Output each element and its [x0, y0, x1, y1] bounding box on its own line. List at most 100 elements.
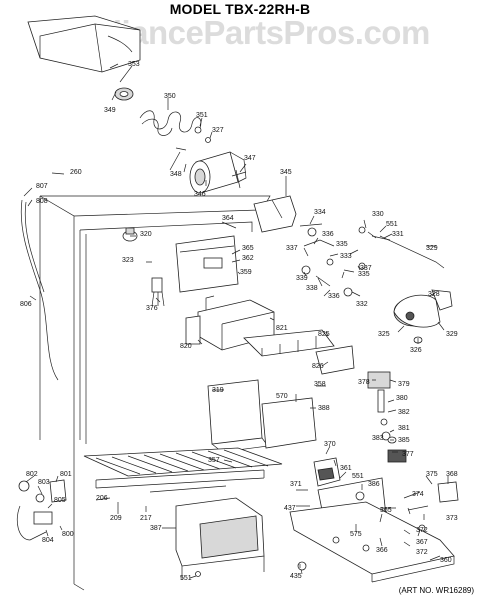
callout-360: 360 [440, 557, 452, 564]
callout-808: 808 [36, 198, 48, 205]
callout-800: 800 [62, 531, 74, 538]
callout-821: 821 [276, 325, 288, 332]
callout-329: 329 [426, 245, 438, 252]
callout-323: 323 [122, 257, 134, 264]
callout-329b: 329 [446, 331, 458, 338]
callout-551: 551 [386, 221, 398, 228]
callout-217: 217 [140, 515, 152, 522]
base-plate [195, 501, 455, 583]
callout-386: 386 [368, 481, 380, 488]
callout-551c: 551 [180, 575, 192, 582]
ice-bucket [27, 15, 141, 73]
dispenser-cover [261, 397, 317, 449]
callout-826: 826 [312, 363, 324, 370]
callout-825: 825 [318, 331, 330, 338]
switch-assembly [367, 371, 407, 463]
callout-381: 381 [398, 425, 410, 432]
callout-803: 803 [38, 479, 50, 486]
ice-bin [175, 497, 265, 580]
dispenser-motor [313, 457, 341, 487]
callout-371: 371 [290, 481, 302, 488]
light-socket [151, 277, 165, 307]
callout-326: 326 [410, 347, 422, 354]
wire-shelf [83, 447, 283, 493]
callout-375: 375 [426, 471, 438, 478]
callout-364: 364 [222, 215, 234, 222]
callout-332: 332 [356, 301, 368, 308]
callout-358: 358 [314, 381, 326, 388]
callout-353: 353 [128, 61, 140, 68]
callout-804: 804 [42, 537, 54, 544]
callout-380: 380 [396, 395, 408, 402]
callout-570: 570 [276, 393, 288, 400]
callout-206: 206 [96, 495, 108, 502]
callout-388: 388 [318, 405, 330, 412]
callout-805: 805 [54, 497, 66, 504]
water-line [20, 199, 59, 381]
callout-372: 372 [416, 527, 428, 534]
auger-coupling [114, 65, 134, 101]
callout-387: 387 [150, 525, 162, 532]
callout-437: 437 [284, 505, 296, 512]
callout-376: 376 [146, 305, 158, 312]
callout-320: 320 [140, 231, 152, 238]
callout-335: 335 [336, 241, 348, 248]
callout-807: 807 [36, 183, 48, 190]
callout-365b: 365 [380, 507, 392, 514]
callout-379: 379 [398, 381, 410, 388]
callout-331: 331 [392, 231, 404, 238]
callout-435: 435 [290, 573, 302, 580]
page-title: MODEL TBX-22RH-B [169, 1, 311, 17]
callout-382: 382 [398, 409, 410, 416]
callout-378: 378 [358, 379, 370, 386]
callout-349: 349 [104, 107, 116, 114]
callout-362: 362 [242, 255, 254, 262]
callout-368: 368 [446, 471, 458, 478]
drive-motor [169, 126, 247, 194]
callout-348: 348 [170, 171, 182, 178]
callout-367: 367 [416, 539, 428, 546]
callout-801: 801 [60, 471, 72, 478]
callout-338: 338 [306, 285, 318, 292]
callout-346: 346 [194, 191, 206, 198]
callout-359: 359 [240, 269, 252, 276]
ice-tray [243, 329, 335, 357]
callout-337b: 337 [360, 265, 372, 272]
callout-383: 383 [372, 435, 384, 442]
callout-575: 575 [350, 531, 362, 538]
water-valve [16, 479, 67, 541]
callout-373: 373 [446, 515, 458, 522]
callout-361: 361 [340, 465, 352, 472]
callout-327: 327 [212, 127, 224, 134]
callout-385: 385 [398, 437, 410, 444]
callout-209: 209 [110, 515, 122, 522]
icemaker-cover [175, 235, 239, 293]
callout-336b: 336 [328, 293, 340, 300]
auger-spring [139, 110, 202, 136]
callout-366: 366 [376, 547, 388, 554]
callout-260: 260 [70, 169, 82, 176]
dispenser-rod [379, 235, 445, 269]
callout-333: 333 [340, 253, 352, 260]
callout-357: 357 [208, 457, 220, 464]
callout-374: 374 [412, 491, 424, 498]
callout-334: 334 [314, 209, 326, 216]
thermostat-knob [122, 227, 138, 242]
callout-335b: 335 [358, 271, 370, 278]
callout-339: 339 [296, 275, 308, 282]
callout-351: 351 [196, 112, 208, 119]
callout-377: 377 [402, 451, 414, 458]
callout-319: 319 [212, 387, 224, 394]
callout-337: 337 [286, 245, 298, 252]
callout-551b: 551 [352, 473, 364, 480]
callout-802: 802 [26, 471, 38, 478]
callout-336: 336 [322, 231, 334, 238]
shaft-pin [231, 169, 247, 189]
callout-806: 806 [20, 301, 32, 308]
callout-820: 820 [180, 343, 192, 350]
callout-325: 325 [378, 331, 390, 338]
callout-330: 330 [372, 211, 384, 218]
art-number: (ART NO. WR16289) [398, 586, 474, 595]
leader-lines [23, 63, 449, 579]
